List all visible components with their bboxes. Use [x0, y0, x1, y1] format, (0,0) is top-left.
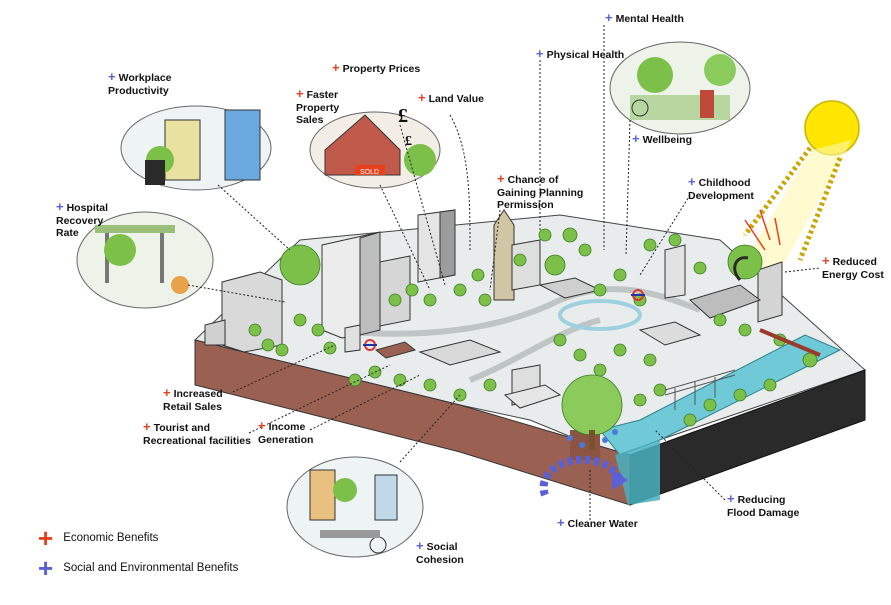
label-property-prices: +Property Prices [332, 60, 421, 75]
label-tourist-recreational: +Tourist and Recreational facilities [143, 419, 251, 447]
tree-trunk [589, 430, 595, 450]
plus-icon: + [727, 491, 735, 506]
plus-icon: + [536, 46, 544, 61]
sun-icon [740, 100, 860, 275]
plus-icon: + [163, 385, 171, 400]
underground-sign-icon [363, 289, 645, 351]
label-reducing-flood-damage: +Reducing Flood Damage [727, 491, 800, 519]
plus-icon: + [632, 131, 640, 146]
plus-icon: + [688, 174, 696, 189]
bridge [664, 328, 821, 410]
label-increased-retail-sales: +Increased Retail Sales [163, 385, 223, 413]
vignette-health [609, 41, 751, 135]
buildings [204, 209, 783, 409]
plus-icon: + [822, 253, 830, 268]
plus-icon: + [108, 69, 116, 84]
label-hospital-recovery: +Hospital Recovery Rate [56, 199, 109, 239]
plus-icon: + [332, 60, 340, 75]
leader-lines [187, 25, 821, 520]
vignette-hospital [76, 211, 214, 309]
label-reduced-energy-cost: +Reduced Energy Cost [822, 253, 884, 281]
label-childhood-development: +Childhood Development [688, 174, 754, 202]
plus-icon: + [296, 86, 304, 101]
plus-icon: + [143, 419, 151, 434]
plus-icon: + [557, 515, 565, 530]
label-faster-property-sales: +Faster Property Sales [296, 86, 340, 126]
plus-icon-social: + [38, 553, 54, 583]
plus-icon: + [497, 171, 505, 186]
label-mental-health: +Mental Health [605, 10, 684, 25]
pound-sign-icon: £ [398, 105, 408, 127]
plus-icon: + [605, 10, 613, 25]
sold-sign-text: SOLD [360, 169, 379, 176]
plus-icon-economic: + [38, 523, 54, 553]
legend-social: +Social and Environmental Benefits [38, 553, 239, 583]
label-physical-health: +Physical Health [536, 46, 625, 61]
label-workplace-productivity: +Workplace Productivity [108, 69, 172, 97]
label-land-value: +Land Value [418, 90, 485, 105]
rain-drops-icon [567, 429, 618, 448]
plus-icon: + [56, 199, 64, 214]
vignette-workplace [120, 105, 272, 191]
plus-icon: + [258, 418, 266, 433]
plus-icon: + [416, 538, 424, 553]
label-income-generation: +Income Generation [258, 418, 314, 446]
legend-economic: +Economic Benefits [38, 523, 159, 553]
label-wellbeing: +Wellbeing [632, 131, 692, 146]
energy-arrows-icon [733, 209, 781, 282]
label-chance-planning: +Chance of Gaining Planning Permission [497, 171, 584, 211]
roads [329, 286, 702, 383]
water-cycle-arrow-icon [539, 455, 628, 497]
vignette-social [286, 456, 424, 558]
vignette-property: SOLD £ £ [309, 105, 441, 189]
plus-icon: + [418, 90, 426, 105]
label-cleaner-water: +Cleaner Water [557, 515, 638, 530]
pound-sign-icon-small: £ [405, 134, 412, 149]
label-social-cohesion: +Social Cohesion [416, 538, 464, 566]
